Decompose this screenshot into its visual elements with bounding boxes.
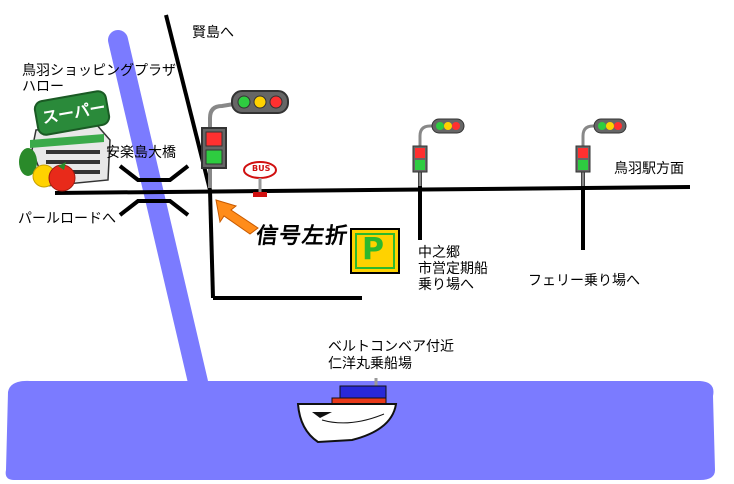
traffic-light-icon bbox=[412, 118, 465, 186]
bridge-symbol bbox=[118, 164, 190, 217]
parking-icon bbox=[350, 228, 400, 274]
traffic-light-icon bbox=[201, 90, 289, 188]
traffic-light-icon bbox=[575, 118, 627, 186]
label-nakanogo-2: 市営定期船 bbox=[418, 261, 488, 277]
label-toba-station: 鳥羽駅方面 bbox=[614, 161, 684, 177]
ship-icon bbox=[296, 378, 398, 444]
supermarket-icon bbox=[19, 90, 111, 192]
road-south bbox=[208, 189, 215, 299]
label-turn-left: 信号左折 bbox=[254, 224, 350, 249]
label-ferry: フェリー乗り場へ bbox=[528, 273, 640, 289]
parking-letter: P bbox=[362, 232, 384, 267]
bus-sign-text: BUS bbox=[252, 164, 271, 173]
turn-arrow-icon bbox=[215, 199, 259, 235]
label-supermarket-sub: ハロー bbox=[22, 79, 64, 95]
label-nakanogo-1: 中之郷 bbox=[418, 245, 460, 261]
label-bridge: 安楽島大橋 bbox=[106, 145, 176, 161]
bus-stop-icon bbox=[243, 161, 277, 197]
label-kashikojima: 賢島へ bbox=[192, 25, 234, 41]
label-supermarket-name: 鳥羽ショッピングプラザ bbox=[22, 63, 176, 79]
label-pearl-road: パールロードへ bbox=[18, 211, 116, 227]
label-conveyor: ベルトコンベア付近 bbox=[328, 339, 454, 355]
river bbox=[108, 30, 208, 392]
label-nakanogo-3: 乗り場へ bbox=[418, 277, 474, 293]
label-boarding: 仁洋丸乗船場 bbox=[328, 356, 412, 372]
